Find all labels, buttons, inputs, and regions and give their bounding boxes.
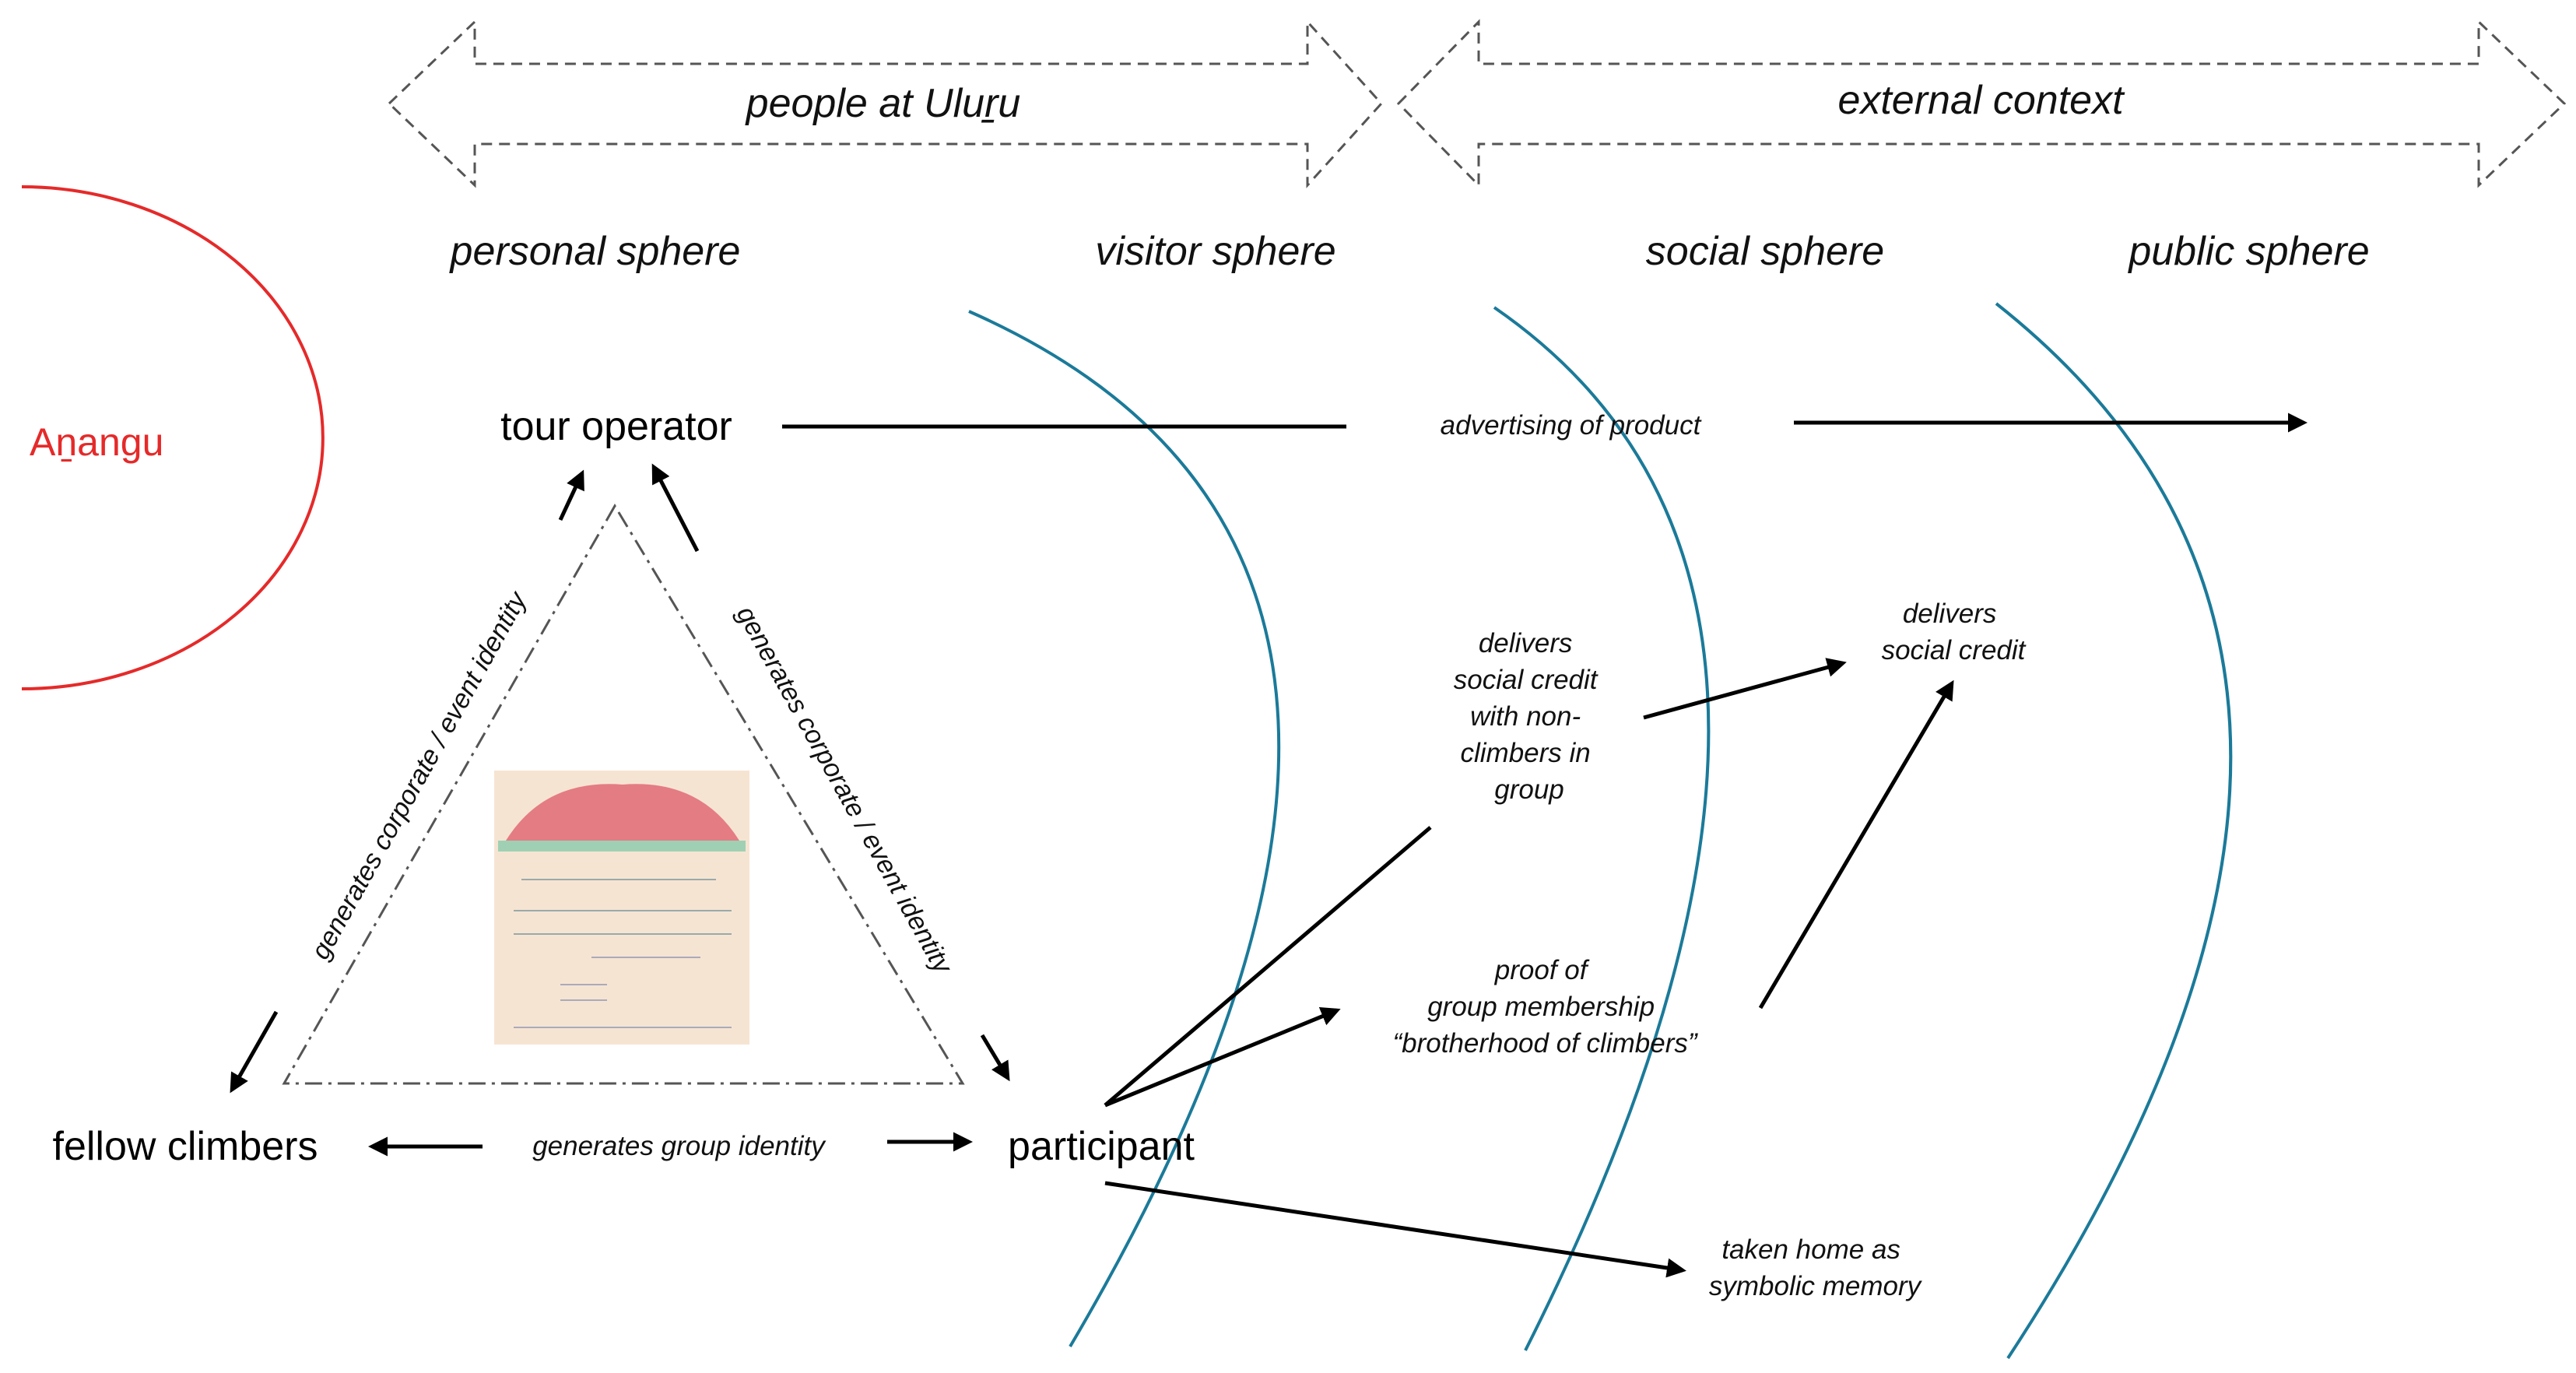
corporate-right-arrow-down [980, 1034, 1010, 1082]
proof-line-1: proof of [1494, 955, 1590, 985]
participant-to-memory-arrow [1104, 1181, 1686, 1278]
visitor-sphere-label: visitor sphere [1095, 229, 1335, 274]
corporate-left-arrow-up [558, 469, 584, 521]
corporate-right-arrow-up [651, 463, 700, 553]
anangu-sphere-arc [21, 185, 325, 690]
delivers-social-label: delivers social credit [1882, 599, 2027, 665]
external-context-arrow [1396, 19, 2567, 188]
taken-home-line-1: taken home as [1721, 1234, 1900, 1265]
delivers-group-line-2: social credit [1454, 665, 1599, 695]
advertising-label: advertising of product [1441, 410, 1702, 441]
proof-label: proof of group membership “brotherhood o… [1393, 955, 1698, 1059]
anangu-label: Aṉangu [30, 420, 163, 464]
delivers-social-line-2: social credit [1882, 635, 2027, 665]
delivers-group-line-3: with non- [1470, 701, 1581, 732]
visitor-sphere-arc [968, 310, 1281, 1348]
public-sphere-label: public sphere [2127, 229, 2369, 274]
taken-home-line-2: symbolic memory [1709, 1271, 1923, 1301]
delivers-group-line-4: climbers in [1461, 738, 1591, 768]
public-sphere-arc [1995, 302, 2233, 1360]
social-sphere-arc [1493, 306, 1711, 1351]
proof-line-2: group membership [1427, 992, 1655, 1022]
tour-operator-label: tour operator [500, 404, 732, 449]
external-context-label: external context [1837, 78, 2125, 123]
certificate-image [494, 771, 749, 1045]
delivers-group-label: delivers social credit with non- climber… [1454, 628, 1606, 805]
people-at-uluru-label: people at Uluṟu [745, 81, 1021, 126]
proof-to-social-credit-arrow [1758, 679, 1954, 1010]
fellow-climbers-label: fellow climbers [53, 1124, 318, 1169]
group-identity-label: generates group identity [532, 1131, 826, 1161]
participant-label: participant [1008, 1124, 1195, 1169]
people-at-uluru-arrow [387, 19, 1384, 188]
personal-sphere-label: personal sphere [449, 229, 741, 274]
relationship-triangle [282, 504, 965, 1085]
social-sphere-label: social sphere [1646, 229, 1884, 274]
delivers-group-line-5: group [1494, 774, 1564, 805]
taken-home-label: taken home as symbolic memory [1709, 1234, 1923, 1301]
delivers-social-line-1: delivers [1903, 599, 1997, 629]
corporate-right-label: generates corporate / event identity [731, 601, 959, 979]
proof-line-3: “brotherhood of climbers” [1393, 1028, 1698, 1059]
participant-to-proof-arrow [1104, 1007, 1341, 1108]
group-to-social-credit-arrow [1643, 658, 1847, 720]
corporate-left-arrow-down [230, 1010, 279, 1094]
delivers-group-line-1: delivers [1479, 628, 1573, 658]
participant-to-delivers-line [1104, 826, 1432, 1107]
